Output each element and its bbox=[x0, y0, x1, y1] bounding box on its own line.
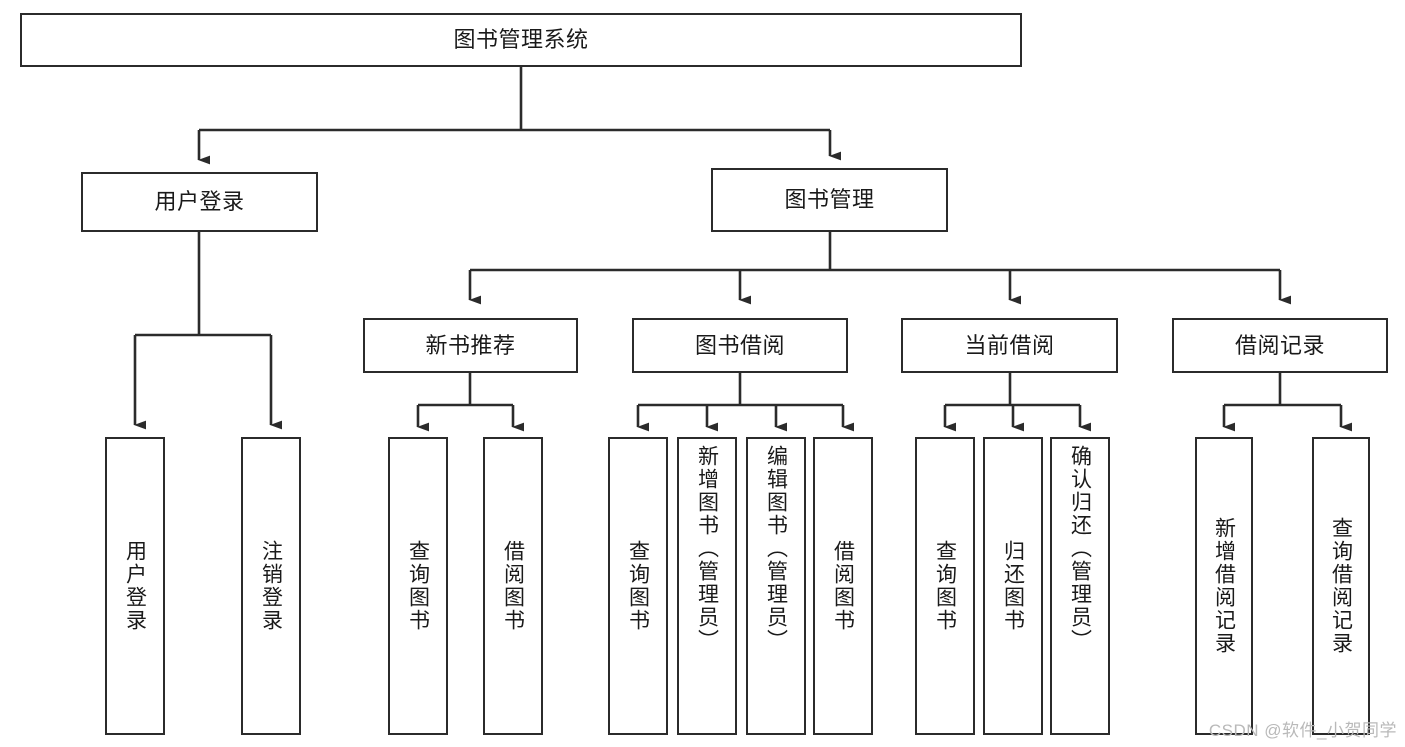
leaf-user-login-1-label: 用户登录 bbox=[123, 540, 147, 632]
leaf-current-borrow-2[interactable]: 归还图书 bbox=[983, 437, 1043, 735]
leaf-new-book-2[interactable]: 借阅图书 bbox=[483, 437, 543, 735]
leaf-book-borrow-2[interactable]: 新增图书（管理员） bbox=[677, 437, 737, 735]
leaf-user-login-2-label: 注销登录 bbox=[259, 540, 283, 632]
leaf-book-borrow-3[interactable]: 编辑图书（管理员） bbox=[746, 437, 806, 735]
node-borrow-record-label: 借阅记录 bbox=[1234, 332, 1325, 358]
node-book-manage-label: 图书管理 bbox=[784, 187, 875, 213]
leaf-new-book-2-label: 借阅图书 bbox=[501, 540, 525, 632]
leaf-new-book-1-label: 查询图书 bbox=[406, 540, 430, 632]
leaf-borrow-record-2-label: 查询借阅记录 bbox=[1329, 517, 1353, 655]
node-borrow-record[interactable]: 借阅记录 bbox=[1172, 318, 1388, 373]
leaf-borrow-record-1-label: 新增借阅记录 bbox=[1212, 517, 1236, 655]
node-book-borrow[interactable]: 图书借阅 bbox=[632, 318, 848, 373]
node-book-borrow-label: 图书借阅 bbox=[694, 332, 785, 358]
node-current-borrow-label: 当前借阅 bbox=[964, 332, 1055, 358]
leaf-book-borrow-4-label: 借阅图书 bbox=[831, 540, 855, 632]
node-current-borrow[interactable]: 当前借阅 bbox=[901, 318, 1118, 373]
node-book-manage[interactable]: 图书管理 bbox=[711, 168, 948, 232]
watermark-text: CSDN @软件_小贺同学 bbox=[1208, 721, 1397, 740]
leaf-book-borrow-1-label: 查询图书 bbox=[626, 540, 650, 632]
node-new-book-recommend[interactable]: 新书推荐 bbox=[363, 318, 578, 373]
leaf-current-borrow-1[interactable]: 查询图书 bbox=[915, 437, 975, 735]
leaf-new-book-1[interactable]: 查询图书 bbox=[388, 437, 448, 735]
leaf-book-borrow-4[interactable]: 借阅图书 bbox=[813, 437, 873, 735]
node-new-book-recommend-label: 新书推荐 bbox=[425, 332, 516, 358]
node-user-login[interactable]: 用户登录 bbox=[81, 172, 318, 232]
leaf-current-borrow-2-label: 归还图书 bbox=[1001, 540, 1025, 632]
leaf-borrow-record-1[interactable]: 新增借阅记录 bbox=[1195, 437, 1253, 735]
node-user-login-label: 用户登录 bbox=[154, 189, 245, 215]
leaf-current-borrow-3[interactable]: 确认归还（管理员） bbox=[1050, 437, 1110, 735]
leaf-book-borrow-2-label: 新增图书（管理员） bbox=[695, 445, 719, 652]
leaf-book-borrow-3-label: 编辑图书（管理员） bbox=[764, 445, 788, 652]
leaf-book-borrow-1[interactable]: 查询图书 bbox=[608, 437, 668, 735]
leaf-borrow-record-2[interactable]: 查询借阅记录 bbox=[1312, 437, 1370, 735]
leaf-current-borrow-3-label: 确认归还（管理员） bbox=[1068, 445, 1092, 652]
node-root[interactable]: 图书管理系统 bbox=[20, 13, 1022, 67]
leaf-user-login-1[interactable]: 用户登录 bbox=[105, 437, 165, 735]
node-root-label: 图书管理系统 bbox=[453, 27, 589, 53]
leaf-current-borrow-1-label: 查询图书 bbox=[933, 540, 957, 632]
leaf-user-login-2[interactable]: 注销登录 bbox=[241, 437, 301, 735]
